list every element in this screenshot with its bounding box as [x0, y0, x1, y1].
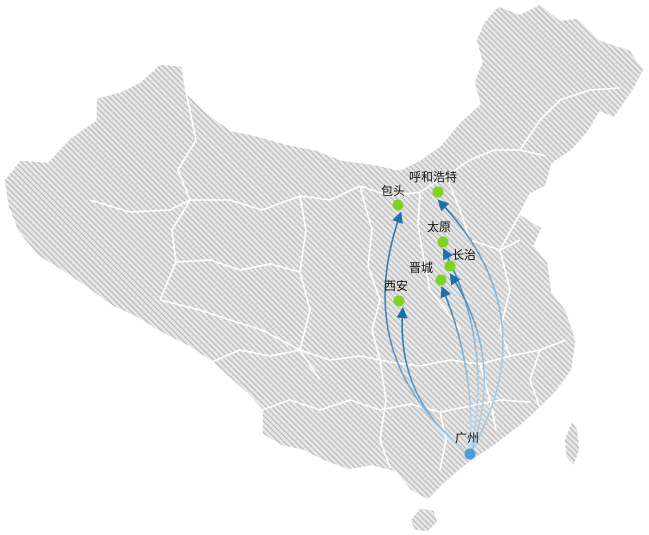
flow-lines: [384, 199, 504, 455]
taiyuan-marker: [437, 236, 449, 248]
flow-line-to-changzhi: [449, 273, 486, 455]
china-mainland-shape: [3, 3, 645, 501]
flow-line-to-jincheng: [440, 285, 472, 455]
flow-line-to-hohhot: [437, 199, 504, 455]
changzhi-label: 长治: [452, 248, 476, 262]
taiyuan-label: 太原: [427, 219, 451, 234]
hainan-island-shape: [409, 507, 439, 533]
jincheng-marker: [435, 274, 447, 286]
province-borders: [89, 87, 621, 471]
china-landmass: [3, 3, 645, 533]
changzhi-marker: [444, 260, 456, 272]
baotou-label: 包头: [381, 184, 405, 198]
destination-markers: [392, 186, 476, 460]
city-labels: 包头 呼和浩特 太原 长治 晋城 西安 广州: [381, 169, 479, 445]
hohhot-marker: [432, 186, 444, 198]
guangzhou-marker: [464, 448, 476, 460]
hohhot-label: 呼和浩特: [409, 169, 457, 184]
taiwan-island-shape: [563, 418, 581, 468]
baotou-marker: [392, 199, 404, 211]
guangzhou-label: 广州: [455, 431, 479, 445]
xian-label: 西安: [384, 278, 408, 293]
jincheng-label: 晋城: [409, 261, 433, 275]
xian-marker: [393, 295, 405, 307]
flow-line-to-xian: [396, 306, 471, 455]
